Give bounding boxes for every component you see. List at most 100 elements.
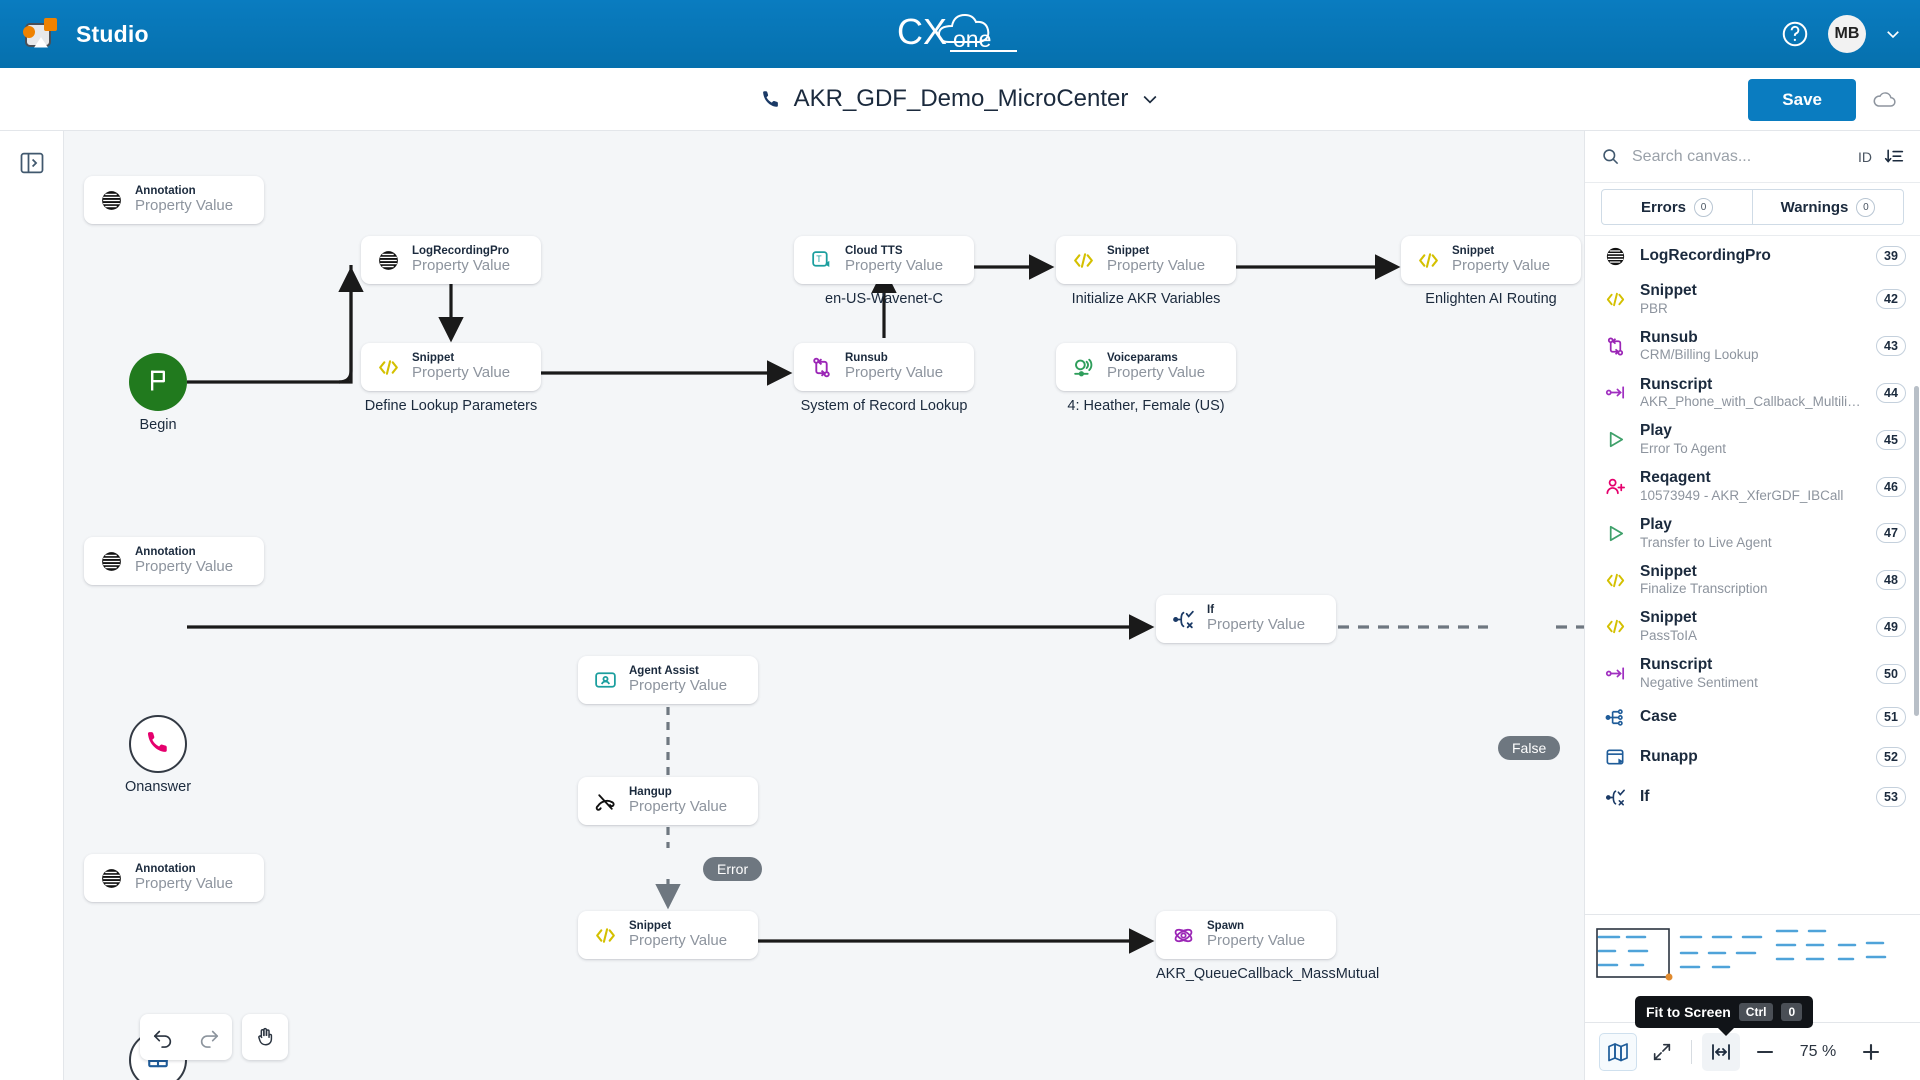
search-input[interactable] bbox=[1632, 147, 1846, 166]
zoom-out-button[interactable] bbox=[1746, 1033, 1784, 1071]
tab-warnings-label: Warnings bbox=[1780, 198, 1849, 216]
svg-text:one: one bbox=[953, 26, 991, 52]
list-item-title: Runscript bbox=[1640, 375, 1713, 393]
panel-tabs: Errors 0 Warnings 0 bbox=[1585, 183, 1920, 235]
hand-pan-icon[interactable] bbox=[242, 1014, 288, 1060]
brand[interactable]: Studio bbox=[0, 12, 149, 56]
edge-label[interactable]: Error bbox=[703, 857, 763, 881]
list-item-id: 46 bbox=[1876, 476, 1906, 497]
node-title: Runsub bbox=[845, 352, 888, 365]
node-title: Annotation bbox=[135, 863, 196, 876]
list-scrollbar[interactable] bbox=[1914, 386, 1919, 716]
sort-descending-icon[interactable] bbox=[1884, 147, 1904, 167]
save-button[interactable]: Save bbox=[1748, 78, 1856, 121]
expand-diagonal-icon[interactable] bbox=[1643, 1033, 1681, 1071]
fit-width-icon[interactable] bbox=[1702, 1032, 1740, 1071]
avatar[interactable]: MB bbox=[1828, 15, 1866, 53]
zoom-divider bbox=[1691, 1039, 1692, 1064]
list-item-subtitle: Finalize Transcription bbox=[1640, 581, 1768, 597]
canvas-circle-node[interactable] bbox=[129, 353, 187, 411]
list-item-subtitle: 10573949 - AKR_XferGDF_IBCall bbox=[1640, 487, 1844, 503]
top-bar-right: MB bbox=[1780, 0, 1902, 68]
cloud-tts-icon: T bbox=[808, 247, 834, 273]
map-icon[interactable] bbox=[1599, 1032, 1637, 1071]
list-item-title: Runscript bbox=[1640, 656, 1713, 674]
zoom-in-button[interactable] bbox=[1852, 1033, 1890, 1071]
tab-errors[interactable]: Errors 0 bbox=[1601, 189, 1753, 225]
annotation-icon bbox=[98, 548, 124, 574]
node-title: Annotation bbox=[135, 185, 196, 198]
snippet-icon bbox=[1603, 615, 1627, 639]
cloud-icon[interactable] bbox=[1872, 90, 1898, 110]
flow-name-dropdown[interactable]: AKR_GDF_Demo_MicroCenter bbox=[760, 85, 1161, 113]
phone-icon bbox=[144, 728, 172, 761]
node-subtitle: Property Value bbox=[1207, 932, 1306, 950]
tab-errors-label: Errors bbox=[1640, 198, 1687, 216]
case-icon bbox=[1603, 705, 1627, 729]
edge-label[interactable]: False bbox=[1498, 736, 1561, 760]
help-circle-icon[interactable] bbox=[1780, 19, 1810, 49]
agent-assist-icon bbox=[592, 667, 618, 693]
node-caption: Enlighten AI Routing bbox=[1425, 291, 1557, 307]
annotation-icon bbox=[1603, 244, 1627, 268]
chevron-down-icon[interactable] bbox=[1884, 25, 1902, 43]
redo-button[interactable] bbox=[186, 1014, 232, 1060]
right-panel: ID Errors 0 Warnings 0 LogRecordingPro39… bbox=[1584, 131, 1920, 1080]
runsub-icon bbox=[1603, 334, 1627, 358]
flow-modules-icon[interactable] bbox=[18, 149, 46, 177]
node-subtitle: Property Value bbox=[412, 257, 511, 275]
chevron-down-icon[interactable] bbox=[1140, 89, 1160, 109]
node-title: LogRecordingPro bbox=[412, 245, 510, 258]
list-item-title: Runapp bbox=[1640, 747, 1698, 765]
list-item-id: 51 bbox=[1876, 707, 1906, 728]
fit-to-screen-tooltip: Fit to Screen Ctrl 0 bbox=[1635, 996, 1814, 1036]
reqagent-icon bbox=[1603, 475, 1627, 499]
node-subtitle: Property Value bbox=[412, 364, 511, 382]
list-item-id: 43 bbox=[1876, 336, 1906, 357]
tooltip-text: Fit to Screen bbox=[1646, 1004, 1731, 1020]
undo-button[interactable] bbox=[140, 1014, 186, 1060]
list-item-id: 47 bbox=[1876, 523, 1906, 544]
if-icon bbox=[1170, 606, 1196, 632]
canvas-circle-node[interactable] bbox=[129, 715, 187, 773]
node-caption: Initialize AKR Variables bbox=[1071, 291, 1221, 307]
voiceparams-icon bbox=[1070, 354, 1096, 380]
play-icon bbox=[1603, 521, 1627, 545]
sort-by-id-label[interactable]: ID bbox=[1858, 148, 1872, 165]
list-item-title: Reqagent bbox=[1640, 469, 1711, 487]
tab-warnings[interactable]: Warnings 0 bbox=[1753, 189, 1904, 225]
snippet-icon bbox=[1415, 247, 1441, 273]
play-icon bbox=[1603, 428, 1627, 452]
left-rail bbox=[0, 131, 64, 1080]
